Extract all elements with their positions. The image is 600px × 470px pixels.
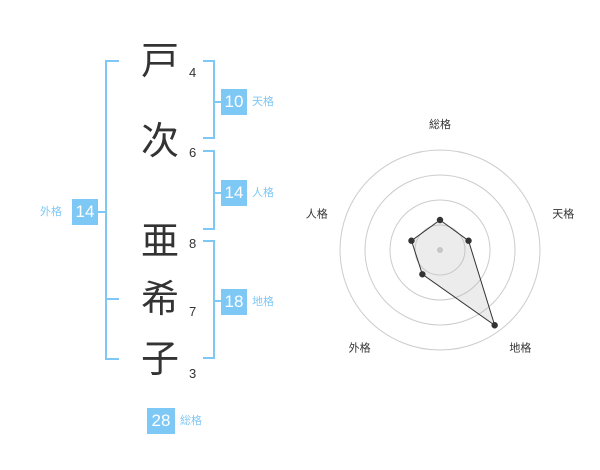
name-char-1: 戸 (140, 39, 179, 83)
jinkaku-bracket (203, 150, 215, 230)
jinkaku-value: 14 (221, 180, 247, 206)
radar-axis-label-2: 天格 (552, 207, 574, 221)
radar-point-2 (465, 237, 472, 244)
radar-grid-ring-1 (339, 149, 541, 351)
name-char-5: 子 (140, 337, 179, 381)
chikaku-bracket (203, 240, 215, 359)
chikaku-label: 地格 (252, 295, 274, 308)
gaikaku-bracket-tick (92, 211, 105, 213)
radar-grid-ring-3 (389, 199, 491, 301)
jinkaku-bracket-tick (215, 192, 221, 194)
chikaku-bracket-tick (215, 300, 221, 302)
radar-point-3 (491, 322, 498, 329)
tenkaku-label: 天格 (252, 95, 274, 108)
radar-axis-label-1: 総格 (429, 117, 451, 131)
radar-axis-label-3: 地格 (509, 340, 531, 354)
stroke-count-1: 4 (189, 65, 197, 80)
stroke-count-5: 3 (189, 366, 197, 381)
tenkaku-bracket-tick (215, 101, 221, 103)
gaikaku-label: 外格 (40, 205, 62, 218)
gaikaku-bracket-mid (105, 298, 119, 300)
radar-point-4 (419, 271, 426, 278)
stroke-count-2: 6 (189, 145, 197, 160)
tenkaku-value: 10 (221, 89, 247, 115)
radar-grid-ring-2 (364, 174, 516, 326)
radar-series-area (410, 219, 496, 327)
soukaku-value: 28 (147, 408, 175, 434)
radar-axis-label-4: 外格 (349, 340, 371, 354)
chikaku-value: 18 (221, 289, 247, 315)
soukaku-label: 総格 (180, 414, 202, 427)
radar-point-5 (408, 237, 415, 244)
stroke-count-4: 7 (189, 304, 197, 319)
stroke-count-3: 8 (189, 236, 197, 251)
gaikaku-value: 14 (72, 199, 98, 225)
radar-center (437, 247, 443, 253)
name-char-3: 亜 (140, 219, 179, 263)
name-char-2: 次 (140, 119, 179, 163)
name-char-4: 希 (140, 277, 179, 321)
tenkaku-bracket (203, 60, 215, 139)
radar-axis-label-5: 人格 (306, 207, 328, 221)
radar-point-1 (436, 216, 444, 224)
gaikaku-bracket (105, 60, 119, 360)
jinkaku-label: 人格 (252, 186, 274, 199)
